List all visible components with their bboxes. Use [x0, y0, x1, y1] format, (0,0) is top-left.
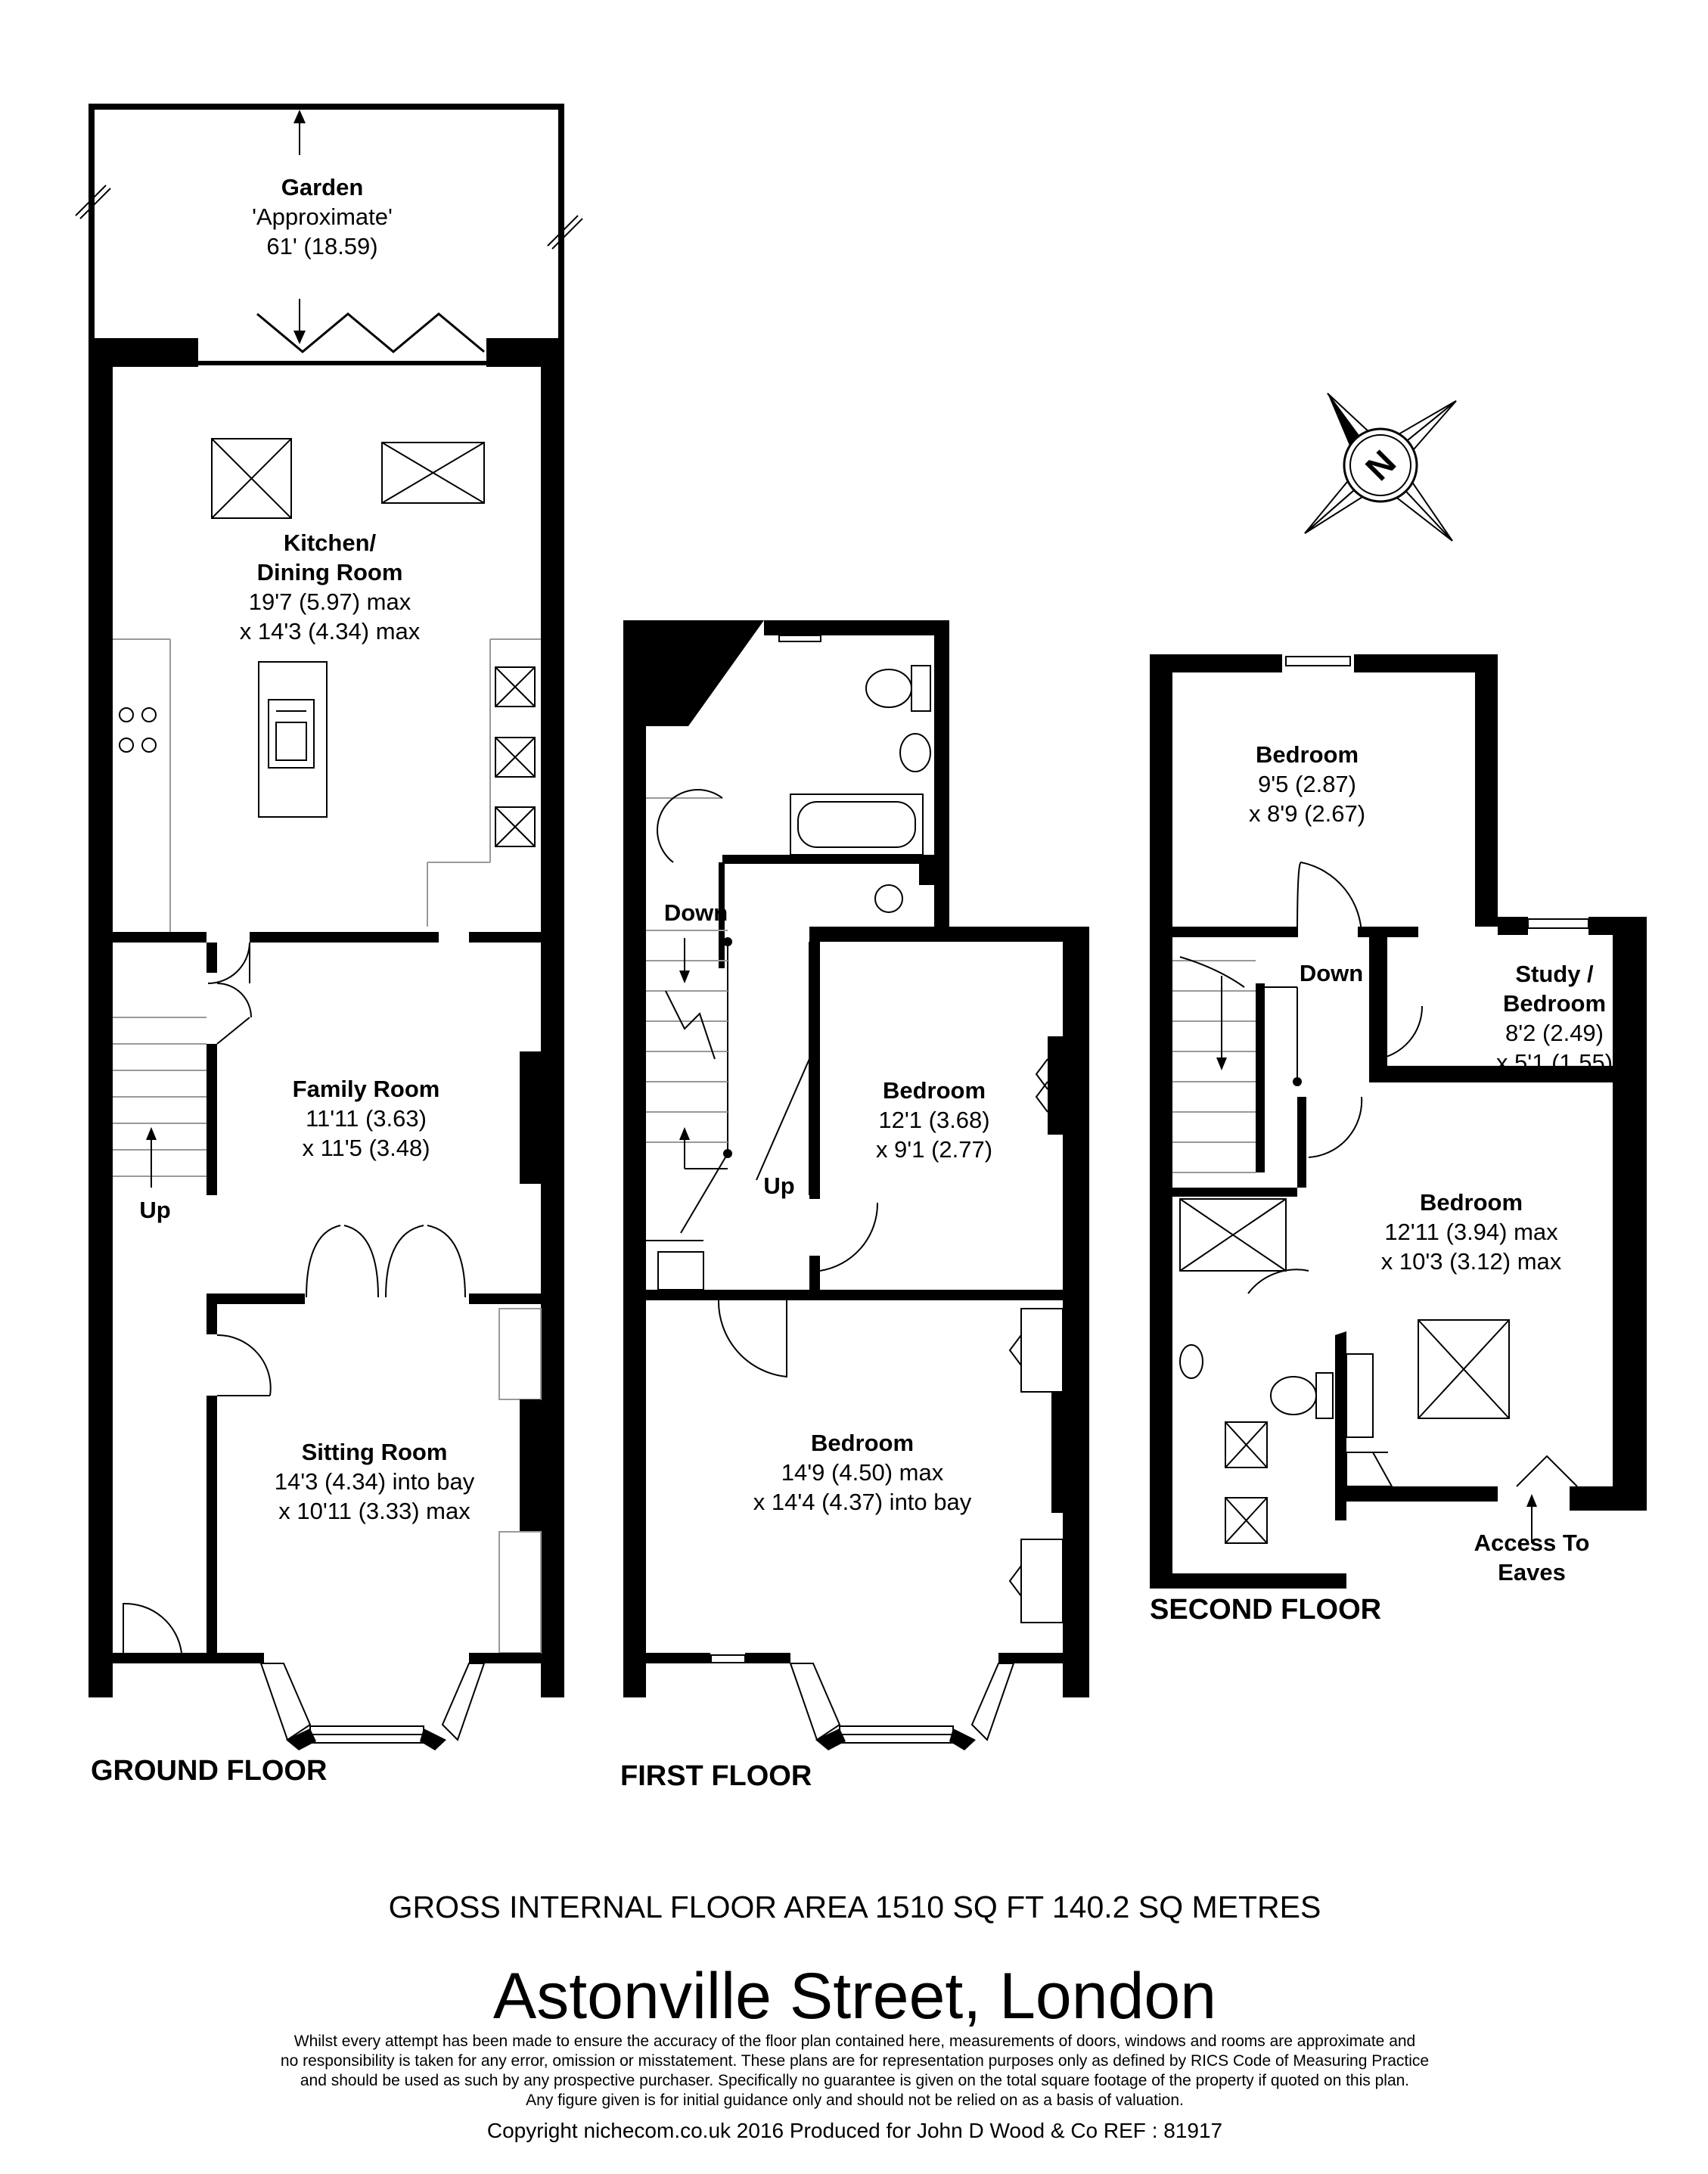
bedroom-4-label: Bedroom [1420, 1189, 1523, 1216]
kitchen-label-2: Dining Room [257, 559, 403, 585]
bedroom-2-dim-1: 14'9 (4.50) max [781, 1459, 944, 1486]
bedroom-3-label: Bedroom [1256, 741, 1359, 768]
kitchen-dim-2: x 14'3 (4.34) max [240, 618, 421, 644]
disclaimer-line-1: Whilst every attempt has been made to en… [294, 2033, 1415, 2050]
ground-floor-plan [75, 104, 583, 1750]
skylight-icons [211, 438, 485, 519]
sitting-room-label: Sitting Room [302, 1439, 448, 1465]
second-floor-title: SECOND FLOOR [1150, 1594, 1381, 1626]
eaves-label-1: Access To [1474, 1530, 1590, 1556]
bedroom-3-dim-2: x 8'9 (2.67) [1249, 800, 1365, 827]
first-floor-plan [623, 620, 1089, 1750]
copyright: Copyright nichecom.co.uk 2016 Produced f… [487, 2119, 1222, 2142]
eaves-label-2: Eaves [1498, 1559, 1566, 1585]
disclaimer-line-2: no responsibility is taken for any error… [281, 2052, 1429, 2070]
study-label: Study / [1515, 961, 1594, 987]
disclaimer-line-4: Any figure given is for initial guidance… [526, 2092, 1184, 2109]
property-address: Astonville Street, London [493, 1960, 1216, 2033]
gross-floor-area: GROSS INTERNAL FLOOR AREA 1510 SQ FT 140… [389, 1890, 1321, 1924]
garden-dim-1: 'Approximate' [252, 203, 393, 230]
bedroom-4-dim-2: x 10'3 (3.12) max [1381, 1248, 1562, 1275]
bedroom-1-dim-1: 12'1 (3.68) [878, 1107, 989, 1133]
family-room-dim-1: 11'11 (3.63) [306, 1105, 427, 1132]
sitting-room-dim-1: 14'3 (4.34) into bay [275, 1468, 475, 1495]
ground-up-label: Up [139, 1197, 170, 1223]
appliance-icons [495, 666, 536, 847]
ground-floor-title: GROUND FLOOR [91, 1755, 327, 1787]
garden-label: Garden [281, 174, 364, 200]
sitting-room-dim-2: x 10'11 (3.33) max [278, 1498, 470, 1524]
bedroom-2-dim-2: x 14'4 (4.37) into bay [753, 1489, 972, 1515]
family-room-label: Family Room [293, 1076, 440, 1102]
second-stairs [1172, 956, 1302, 1173]
bedroom-4-dim-1: 12'11 (3.94) max [1384, 1219, 1558, 1245]
first-stairs [646, 789, 810, 1290]
bedroom-2-label: Bedroom [811, 1430, 914, 1456]
study-label-2: Bedroom [1503, 990, 1606, 1017]
second-down-label: Down [1300, 960, 1363, 986]
garden-dim-2: 61' (18.59) [266, 233, 377, 259]
study-dim-2: x 5'1 (1.55) [1496, 1049, 1613, 1076]
kitchen-label: Kitchen/ [284, 530, 377, 556]
first-up-label: Up [763, 1172, 794, 1199]
north-compass: N [1304, 393, 1457, 542]
family-room-dim-2: x 11'5 (3.48) [302, 1135, 430, 1161]
bedroom-3-dim-1: 9'5 (2.87) [1258, 771, 1356, 797]
bedroom-1-label: Bedroom [883, 1077, 986, 1104]
bedroom-1-dim-2: x 9'1 (2.77) [876, 1136, 992, 1163]
first-down-label: Down [664, 899, 728, 926]
ground-stairs [113, 1017, 207, 1188]
garden-area [75, 104, 583, 344]
first-floor-title: FIRST FLOOR [620, 1760, 812, 1792]
kitchen-dim-1: 19'7 (5.97) max [249, 589, 411, 615]
disclaimer-line-3: and should be used as such by any prospe… [300, 2072, 1409, 2089]
second-floor-plan [1150, 654, 1647, 1589]
study-dim-1: 8'2 (2.49) [1505, 1020, 1604, 1046]
